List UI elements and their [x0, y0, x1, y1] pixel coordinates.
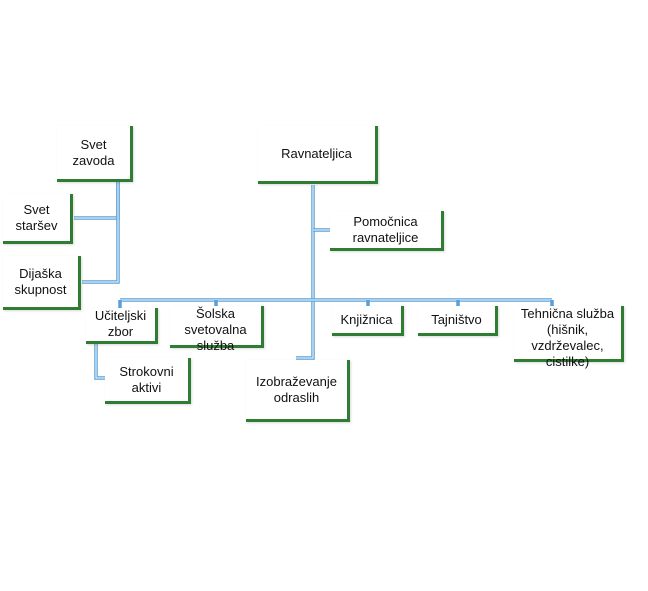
box-svet-zavoda: Svet zavoda	[57, 126, 133, 182]
box-izobrazevanje: Izobraževanje odraslih	[246, 360, 350, 422]
connector-trunk	[296, 185, 315, 360]
label-svet-zavoda: Svet zavoda	[72, 136, 115, 168]
box-svet-starsev: Svet staršev	[3, 194, 73, 244]
box-dijaska-skupnost: Dijaška skupnost	[3, 256, 81, 310]
connector-svet-zavoda-svet-starsev	[74, 182, 120, 220]
box-ravnateljica: Ravnateljica	[258, 126, 378, 184]
label-pomocnica: Pomočnica ravnateljice	[352, 213, 419, 245]
label-tajnistvo: Tajništvo	[431, 311, 482, 327]
label-knjiznica: Knjižnica	[340, 311, 393, 327]
label-tehnicna-sluzba: Tehnična služba (hišnik, vzdrževalec, ci…	[520, 306, 615, 369]
box-solska-svetovalna: Šolska svetovalna služba	[170, 306, 264, 353]
box-knjiznica: Knjižnica	[332, 306, 404, 336]
label-strokovni-aktivi: Strokovni aktivi	[119, 363, 174, 395]
box-pomocnica: Pomočnica ravnateljice	[330, 211, 444, 251]
connector-svet-zavoda-dijaska	[82, 182, 120, 284]
label-solska-svetovalna: Šolska svetovalna služba	[184, 306, 247, 353]
label-uciteljski-zbor: Učiteljski zbor	[94, 308, 147, 339]
label-izobrazevanje: Izobraževanje odraslih	[256, 373, 337, 405]
box-tehnicna-sluzba: Tehnična služba (hišnik, vzdrževalec, ci…	[514, 306, 624, 369]
box-tajnistvo: Tajništvo	[418, 306, 498, 336]
label-ravnateljica: Ravnateljica	[281, 145, 352, 161]
label-svet-starsev: Svet staršev	[15, 201, 58, 233]
box-strokovni-aktivi: Strokovni aktivi	[105, 358, 191, 404]
box-uciteljski-zbor: Učiteljski zbor	[86, 308, 158, 344]
label-dijaska-skupnost: Dijaška skupnost	[14, 265, 67, 297]
